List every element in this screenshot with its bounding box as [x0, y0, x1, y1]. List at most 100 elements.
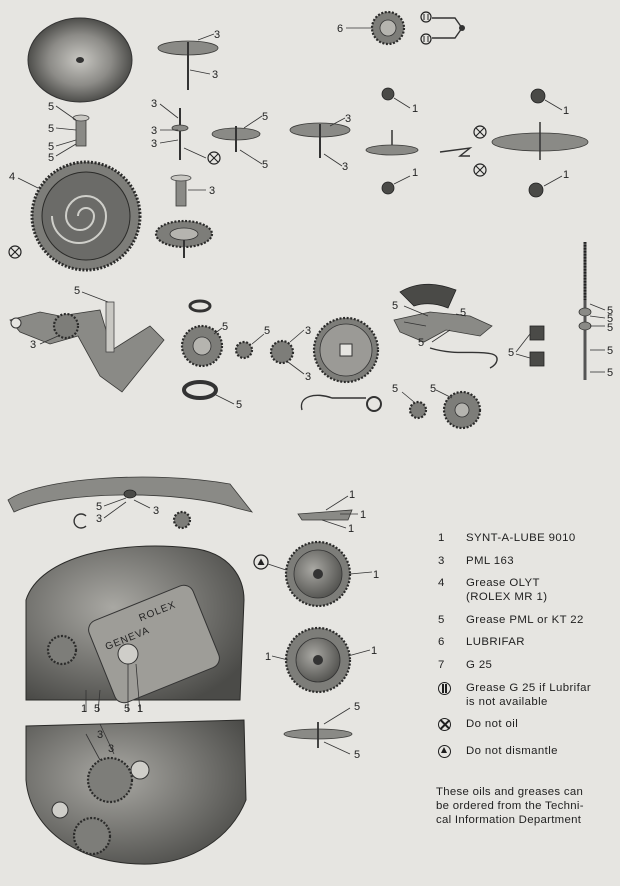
g25-symbol-top — [420, 11, 432, 45]
legend-row: 7 G 25 — [436, 659, 616, 673]
legend-text: LUBRIFAR — [466, 636, 525, 649]
legend-key: 5 — [438, 613, 445, 626]
third-wheel — [211, 115, 263, 165]
setting-parts — [159, 103, 221, 165]
callout-5: 5 — [607, 322, 613, 334]
legend-key: 6 — [438, 636, 445, 649]
reverser-clip — [73, 513, 87, 529]
legend-symbol — [436, 681, 466, 700]
callout-3: 3 — [342, 161, 348, 173]
click-bridge — [9, 291, 165, 393]
callout-1: 1 — [412, 167, 418, 179]
third-wheel-lower — [283, 707, 353, 755]
callout-5: 5 — [124, 703, 130, 715]
center-wheel — [253, 540, 373, 608]
legend-row: 6 LUBRIFAR — [436, 636, 616, 650]
fourth-wheel — [289, 117, 351, 167]
lower-pallet-cock — [297, 495, 358, 529]
callout-5: 5 — [48, 123, 54, 135]
movement-plate-top: ROLEX GENEVA — [25, 545, 245, 713]
callout-labels: 6 3 3 5 5 5 5 3 3 3 5 5 3 3 1 1 1 1 4 3 … — [9, 23, 613, 761]
legend-text: G 25 — [466, 659, 493, 672]
callout-5: 5 — [262, 159, 268, 171]
legend-symbol — [436, 718, 466, 736]
legend-symbol — [436, 744, 466, 763]
crown-wheel — [180, 324, 224, 368]
callout-1: 1 — [373, 569, 379, 581]
callout-5: 5 — [48, 141, 54, 153]
callout-1: 1 — [371, 645, 377, 657]
legend-key: 3 — [438, 554, 445, 567]
callout-1: 1 — [348, 523, 354, 535]
washer-small — [188, 299, 212, 313]
pallet-fork — [432, 17, 465, 39]
sliding-pinion — [269, 329, 305, 375]
callout-5: 5 — [607, 367, 613, 379]
callout-5: 5 — [460, 307, 466, 319]
callout-5: 5 — [262, 111, 268, 123]
callout-1: 1 — [81, 703, 87, 715]
movement-plate-bottom — [25, 719, 247, 865]
callout-6: 6 — [337, 23, 343, 35]
callout-5: 5 — [508, 347, 514, 359]
balance-jewels — [365, 87, 419, 195]
callout-3: 3 — [151, 125, 157, 137]
reverser-wheel — [271, 626, 371, 694]
callout-3: 3 — [108, 743, 114, 755]
callout-3: 3 — [212, 69, 218, 81]
legend-key: 4 — [438, 577, 445, 590]
automatic-bridge — [7, 476, 254, 519]
do-not-oil-icon — [438, 718, 451, 732]
legend-row: Grease G 25 if Lubrifar is not available — [436, 681, 616, 709]
legend-key: 7 — [438, 659, 445, 672]
ratchet-wheel — [312, 316, 380, 384]
callout-5: 5 — [354, 749, 360, 761]
callout-5: 5 — [236, 399, 242, 411]
callout-3: 3 — [305, 371, 311, 383]
wheel-with-pinion — [157, 33, 219, 90]
legend-key: 1 — [438, 532, 445, 544]
callout-3: 3 — [214, 29, 220, 41]
callout-4: 4 — [9, 171, 15, 183]
callout-1: 1 — [563, 105, 569, 117]
legend-text: Grease OLYT (ROLEX MR 1) — [466, 577, 548, 604]
callout-5: 5 — [354, 701, 360, 713]
winding-stem — [578, 242, 606, 380]
callout-1: 1 — [137, 703, 143, 715]
small-parts-column — [55, 105, 90, 157]
do-not-dismantle-icon — [438, 744, 451, 758]
legend-text: Do not dismantle — [466, 744, 558, 757]
callout-3: 3 — [30, 339, 36, 351]
mainspring-barrel — [8, 160, 142, 272]
winding-pinion — [154, 219, 214, 258]
ratchet-washer — [182, 380, 235, 405]
callout-1: 1 — [360, 509, 366, 521]
callout-5: 5 — [607, 305, 613, 317]
legend-row: Do not oil — [436, 718, 616, 736]
callout-3: 3 — [305, 325, 311, 337]
callout-3: 3 — [151, 138, 157, 150]
reverser-wheel-small — [172, 510, 192, 530]
callout-5: 5 — [222, 321, 228, 333]
callout-5: 5 — [430, 383, 436, 395]
callout-5: 5 — [264, 325, 270, 337]
callout-1: 1 — [265, 651, 271, 663]
setting-lever-screw — [515, 325, 545, 367]
escape-wheel — [346, 10, 406, 46]
callout-5: 5 — [94, 703, 100, 715]
callout-3: 3 — [153, 505, 159, 517]
callout-5: 5 — [607, 313, 613, 325]
callout-1: 1 — [349, 489, 355, 501]
plate-engraving: ROLEX GENEVA — [88, 584, 220, 704]
callout-3: 3 — [151, 98, 157, 110]
intermediate-wheel — [401, 391, 428, 420]
oscillating-weight-disc — [27, 17, 133, 103]
yoke — [393, 283, 498, 369]
legend-text: SYNT-A-LUBE 9010 — [466, 532, 576, 544]
callout-1: 1 — [412, 103, 418, 115]
callout-5: 5 — [607, 345, 613, 357]
legend-row: Do not dismantle — [436, 744, 616, 763]
callout-3: 3 — [209, 185, 215, 197]
